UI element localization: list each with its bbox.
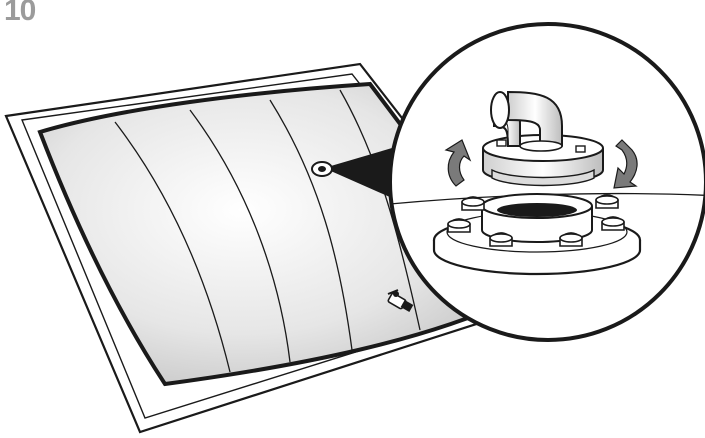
cap-flange-icon (434, 194, 640, 274)
